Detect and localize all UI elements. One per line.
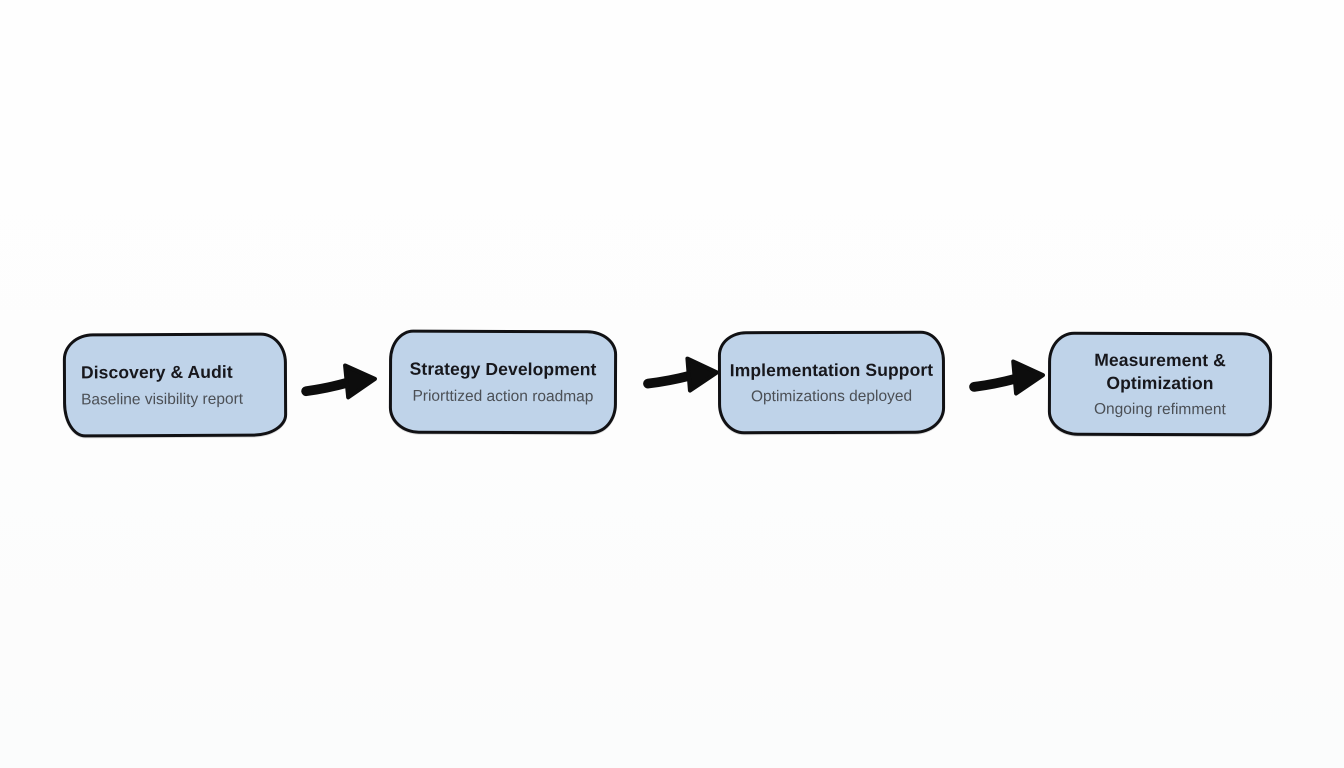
- step-subtitle: Optimizations deployed: [750, 387, 913, 406]
- step-subtitle: Baseline visibility report: [81, 390, 244, 409]
- step-box-discovery-audit: Discovery & Audit Baseline visibility re…: [62, 332, 288, 438]
- step-title: Measurement & Optimization: [1094, 349, 1226, 393]
- step-title: Strategy Development: [409, 358, 597, 380]
- step-subtitle: Priorttized action roadmap: [412, 387, 594, 405]
- step-title: Implementation Support: [729, 359, 934, 380]
- right-arrow-icon: [301, 363, 377, 400]
- step-box-strategy-development: Strategy Development Priorttized action …: [388, 329, 618, 435]
- step-title: Discovery & Audit: [80, 361, 233, 383]
- right-arrow-icon: [969, 359, 1045, 396]
- right-arrow-icon: [643, 356, 720, 393]
- step-box-measurement-optimization: Measurement & Optimization Ongoing refim…: [1047, 331, 1273, 437]
- step-subtitle: Ongoing refimment: [1093, 400, 1226, 418]
- step-box-implementation-support: Implementation Support Optimizations dep…: [717, 330, 946, 435]
